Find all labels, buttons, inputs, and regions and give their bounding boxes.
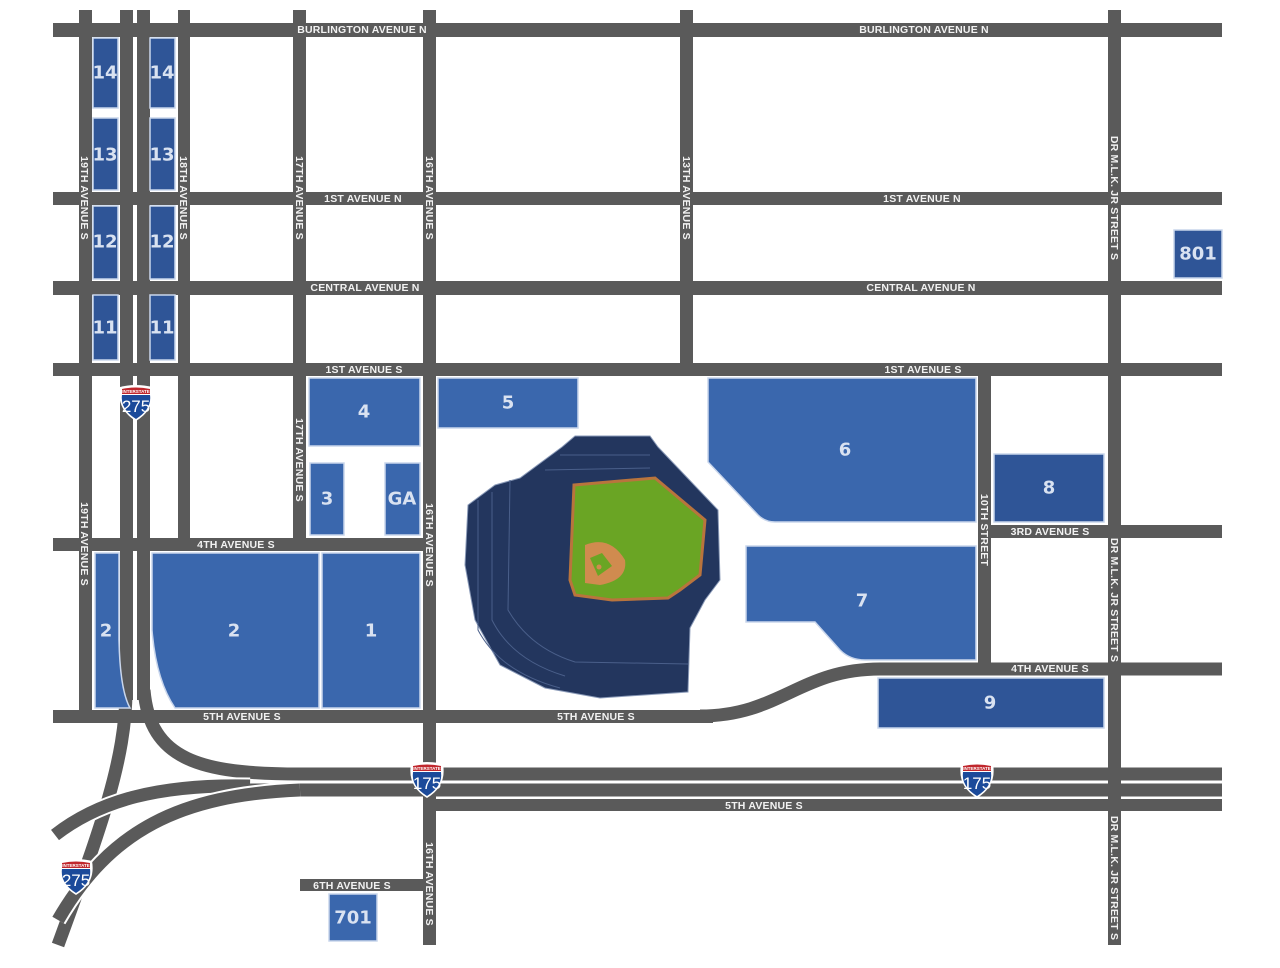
interstate-shield-icon: INTERSTATE 175	[410, 762, 444, 798]
shield-number: 275	[62, 871, 90, 890]
street-label: CENTRAL AVENUE N	[866, 282, 975, 294]
street-label: 1ST AVENUE S	[884, 364, 961, 376]
shield-caption: INTERSTATE	[413, 766, 441, 771]
street-label: 13TH AVENUE S	[680, 156, 692, 240]
street-label: 6TH AVENUE S	[313, 880, 391, 892]
lot-label: 13	[92, 145, 117, 166]
lot-3[interactable]: 3	[309, 462, 345, 536]
lot-label: 12	[92, 232, 117, 253]
lot-12-east[interactable]: 12	[149, 205, 176, 280]
street-label: 17TH AVENUE S	[293, 156, 305, 240]
streets	[53, 10, 1222, 945]
lot-8[interactable]: 8	[993, 453, 1105, 523]
lot-label: 2	[100, 621, 113, 642]
street-label: 19TH AVENUE S	[78, 502, 90, 586]
lot-label: 9	[984, 693, 997, 714]
lot-label: 5	[502, 393, 515, 414]
lot-ga[interactable]: GA	[384, 462, 421, 536]
street-label: CENTRAL AVENUE N	[310, 282, 419, 294]
interstate-shield-icon: INTERSTATE 275	[119, 385, 153, 421]
lot-2[interactable]: 2	[151, 552, 320, 709]
street-label: 5TH AVENUE S	[725, 800, 803, 812]
lot-11-west[interactable]: 11	[92, 294, 119, 361]
lot-14-east[interactable]: 14	[149, 37, 176, 109]
lot-1[interactable]: 1	[321, 552, 421, 709]
shield-number: 175	[413, 774, 441, 793]
street-label: BURLINGTON AVENUE N	[859, 24, 989, 36]
street-label: 4TH AVENUE S	[197, 539, 275, 551]
lot-label: 12	[149, 232, 174, 253]
street-label: DR M.L.K. JR STREET S	[1108, 538, 1120, 662]
interstate-shield-icon: INTERSTATE 275	[59, 859, 93, 895]
lot-6[interactable]: 6	[707, 377, 977, 523]
lot-4[interactable]: 4	[308, 377, 421, 447]
shield-number: 275	[122, 397, 150, 416]
street-label: 17TH AVENUE S	[293, 418, 305, 502]
lot-label: 6	[839, 440, 852, 461]
interstate-shield-icon: INTERSTATE 175	[960, 762, 994, 798]
lot-label: 14	[149, 63, 174, 84]
lot-label: 11	[92, 318, 117, 339]
lot-label: 4	[358, 402, 371, 423]
street-label: 16TH AVENUE S	[423, 842, 435, 926]
street-label: DR M.L.K. JR STREET S	[1108, 816, 1120, 940]
street-labels: BURLINGTON AVENUE N BURLINGTON AVENUE N …	[78, 24, 1120, 940]
stadium[interactable]	[464, 435, 721, 699]
lot-label: 801	[1179, 244, 1217, 265]
street-label: 1ST AVENUE N	[883, 193, 961, 205]
street-label: 5TH AVENUE S	[203, 711, 281, 723]
lot-label: 8	[1043, 478, 1056, 499]
lot-801[interactable]: 801	[1173, 229, 1223, 279]
lot-701[interactable]: 701	[328, 893, 378, 942]
lot-12-west[interactable]: 12	[92, 205, 119, 280]
street-label: 4TH AVENUE S	[1011, 663, 1089, 675]
shield-caption: INTERSTATE	[963, 766, 991, 771]
lot-5[interactable]: 5	[437, 377, 579, 429]
lot-label: 11	[149, 318, 174, 339]
street-label: DR M.L.K. JR STREET S	[1108, 136, 1120, 260]
lot-13-west[interactable]: 13	[92, 117, 119, 191]
seating-rows	[477, 454, 689, 689]
street-label: BURLINGTON AVENUE N	[297, 24, 427, 36]
lot-label: GA	[388, 489, 417, 510]
lot-label: 1	[365, 621, 378, 642]
lot-label: 701	[334, 908, 372, 929]
lot-2-west[interactable]: 2	[94, 552, 132, 709]
street-label: 5TH AVENUE S	[557, 711, 635, 723]
street-label: 1ST AVENUE S	[325, 364, 402, 376]
parking-lots: 14 14 13 13 12 12 11 11 801 4 5 3 GA 6 7…	[92, 37, 1223, 942]
lot-9[interactable]: 9	[877, 677, 1105, 729]
shield-caption: INTERSTATE	[122, 389, 150, 394]
lot-label: 3	[321, 489, 334, 510]
shield-number: 175	[963, 774, 991, 793]
street-label: 1ST AVENUE N	[324, 193, 402, 205]
street-label: 19TH AVENUE S	[78, 156, 90, 240]
shield-caption: INTERSTATE	[62, 863, 90, 868]
street-label: 18TH AVENUE S	[177, 156, 189, 240]
lot-label: 13	[149, 145, 174, 166]
lot-label: 7	[856, 591, 869, 612]
street-label: 3RD AVENUE S	[1011, 526, 1090, 538]
lot-14-west[interactable]: 14	[92, 37, 119, 109]
street-label: 16TH AVENUE S	[423, 503, 435, 587]
lot-11-east[interactable]: 11	[149, 294, 176, 361]
lot-label: 14	[92, 63, 117, 84]
street-label: 16TH AVENUE S	[423, 156, 435, 240]
street-label: 10TH STREET	[978, 494, 990, 567]
lot-7[interactable]: 7	[745, 545, 977, 661]
lot-label: 2	[228, 621, 241, 642]
lot-13-east[interactable]: 13	[149, 117, 176, 191]
